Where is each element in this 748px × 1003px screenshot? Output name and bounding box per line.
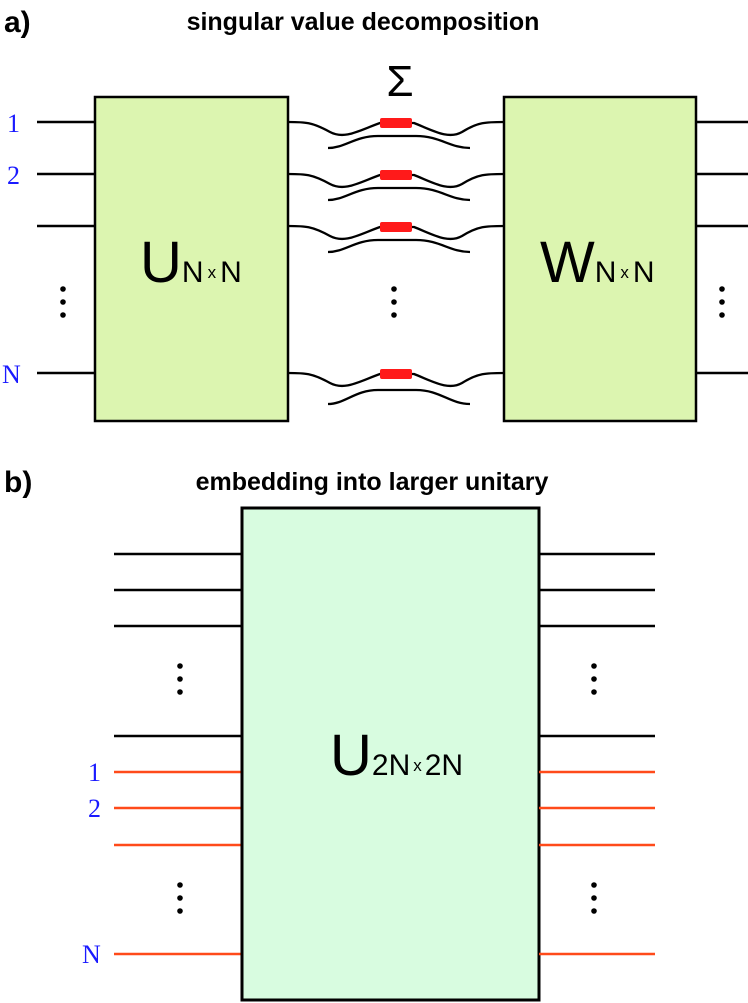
- panel-a: a) singular value decomposition Σ 1 2 N …: [2, 6, 748, 423]
- panel-b-right-ellipsis-top: [591, 663, 597, 695]
- sigma-symbol: Σ: [386, 57, 413, 106]
- w-matrix-box: [502, 95, 698, 423]
- panel-b-right-ellipsis-bottom: [591, 882, 597, 914]
- attenuators: [380, 118, 412, 379]
- panel-b-left-ellipsis-top: [177, 663, 183, 695]
- attenuator-3: [380, 222, 412, 232]
- panel-b-mode-label-1: 1: [88, 758, 101, 787]
- panel-a-input-lines: [37, 120, 95, 375]
- u-2n-matrix-box: [240, 506, 541, 1002]
- u-matrix-box: [93, 95, 290, 423]
- mode-label-n: N: [2, 360, 21, 389]
- panel-b: b) embedding into larger unitary 1 2 N: [4, 466, 655, 1002]
- panel-a-left-ellipsis: [60, 286, 66, 318]
- panel-a-label: a): [4, 6, 31, 39]
- panel-a-center-ellipsis: [391, 286, 397, 318]
- attenuator-2: [380, 170, 412, 180]
- panel-a-title: singular value decomposition: [187, 8, 540, 36]
- panel-b-title: embedding into larger unitary: [196, 468, 549, 496]
- panel-a-right-ellipsis: [719, 286, 725, 318]
- panel-b-right-black-lines: [539, 552, 655, 738]
- attenuator-n: [380, 369, 412, 379]
- panel-b-left-ellipsis-bottom: [177, 882, 183, 914]
- panel-b-mode-label-2: 2: [88, 794, 101, 823]
- panel-a-output-lines: [696, 120, 748, 375]
- panel-b-left-black-lines: [114, 552, 242, 738]
- attenuator-1: [380, 118, 412, 128]
- panel-b-label: b): [4, 466, 32, 499]
- panel-b-mode-label-n: N: [82, 940, 101, 969]
- coupler-array: [287, 120, 505, 406]
- mode-label-1: 1: [7, 109, 20, 138]
- panel-b-left-red-lines: [114, 770, 242, 956]
- mode-label-2: 2: [7, 161, 20, 190]
- panel-b-right-red-lines: [539, 770, 655, 956]
